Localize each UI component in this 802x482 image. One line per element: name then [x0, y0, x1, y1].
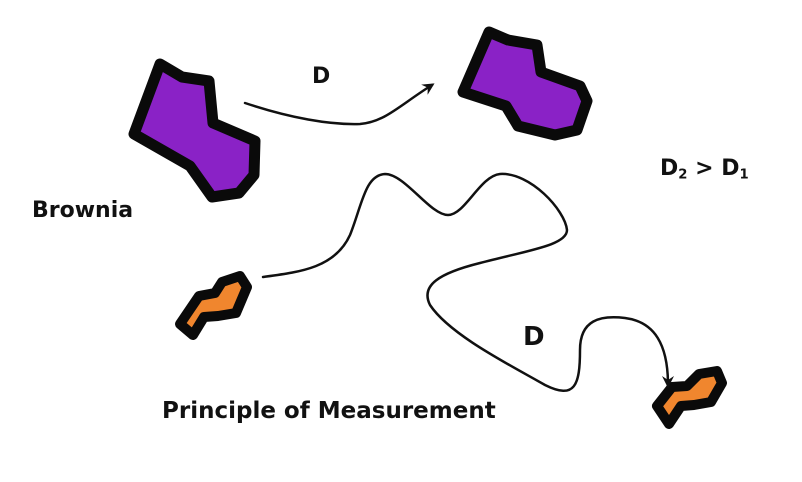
d1-symbol: D — [721, 156, 740, 181]
greater-than-symbol: > — [695, 156, 714, 181]
d2-symbol: D — [660, 156, 679, 181]
diagram-caption: Principle of Measurement — [162, 398, 496, 424]
comparison-label: D2 > D1 — [660, 156, 749, 182]
d1-subscript: 1 — [739, 167, 749, 183]
d2-subscript: 2 — [678, 167, 688, 183]
bottom-arrow-label: D — [523, 322, 545, 352]
large-particle-label: Brownia — [32, 198, 134, 223]
small-particle-moved — [652, 366, 727, 429]
small-particle-initial — [175, 271, 252, 340]
large-particle-initial — [128, 58, 261, 203]
large-particle-path-arrow — [243, 83, 435, 126]
large-particle-moved — [457, 26, 593, 141]
small-particle-path-arrow — [261, 172, 674, 392]
top-arrow-label: D — [312, 64, 331, 89]
